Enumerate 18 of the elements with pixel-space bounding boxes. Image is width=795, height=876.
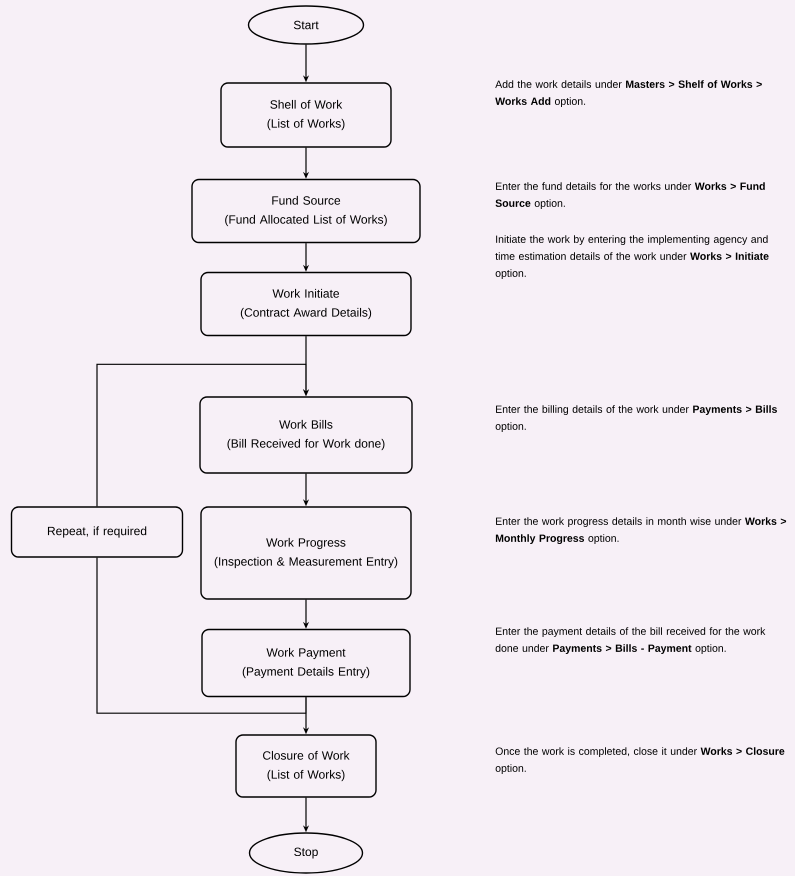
process-box: Fund Source (Fund Allocated List of Works) [191, 178, 421, 244]
terminal-oval: Start [248, 5, 364, 45]
process-box: Repeat, if required [10, 506, 184, 558]
note-text: Enter the fund details for the works under Works > Fund Source option. [496, 182, 765, 209]
arrow [96, 364, 310, 506]
note-text: Enter the payment details of the bill received for the work done under Payments > Bills - Payment option. [496, 627, 766, 654]
process-box: Work Payment (Payment Details Entry) [201, 628, 411, 698]
note-text: Add the work details under Masters > Shelf of Works > Works Add option. [495, 80, 762, 107]
process-box: Work Bills (Bill Received for Work done) [199, 396, 413, 474]
note-text: Once the work is completed, close it under Works > Closure option. [496, 747, 784, 774]
process-box: Shell of Work (List of Works) [220, 82, 392, 148]
note-text: Enter the work progress details in month wise under Works > Monthly Progress option. [496, 517, 786, 544]
note-text: Enter the billing details of the work under Payments > Bills option. [496, 405, 777, 432]
process-box: Work Initiate (Contract Award Details) [200, 272, 412, 336]
note-text: Initiate the work by entering the implementing agency and time estimation details of the work under Works > Initiate option. [495, 235, 769, 279]
process-box: Work Progress (Inspection & Measurement Entry) [200, 506, 412, 600]
terminal-oval: Stop [248, 832, 364, 874]
process-box: Closure of Work (List of Works) [235, 734, 377, 798]
